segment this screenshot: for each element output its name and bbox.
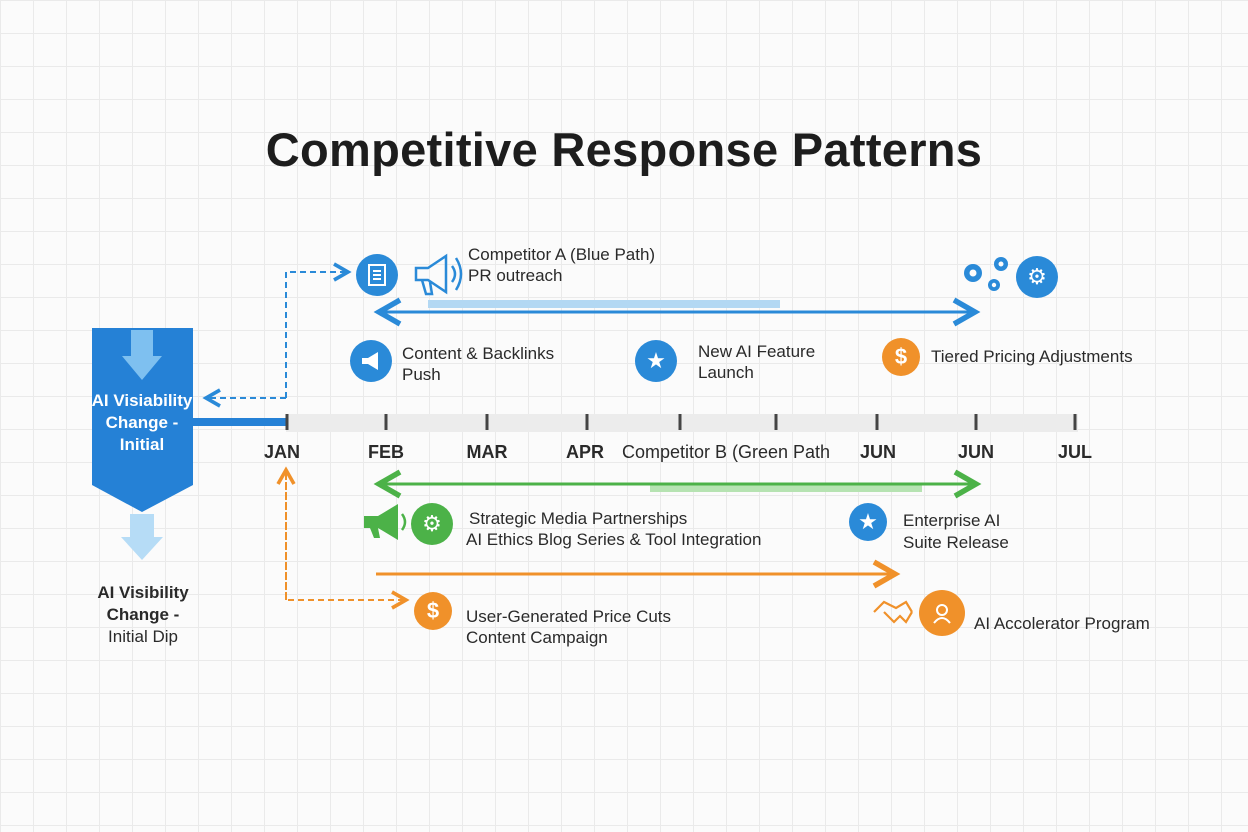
month-label: FEB [368, 442, 404, 462]
event-a1-line2: Push [402, 365, 441, 384]
star-icon: ★ [635, 340, 677, 382]
orange-dashed-connector [285, 472, 410, 610]
dip-label-line1: AI Visibility [97, 583, 189, 602]
green-megaphone-icon [364, 504, 407, 540]
event-b1-line1: Strategic Media Partnerships [469, 509, 688, 528]
gear-icon: ⚙ [411, 503, 453, 545]
dollar-icon: $ [414, 592, 452, 630]
document-icon [356, 254, 398, 296]
dip-label-line3: Initial Dip [108, 627, 178, 646]
banner-arrow-bottom-icon [130, 514, 154, 538]
page-title: Competitive Response Patterns [265, 123, 983, 176]
month-label: JAN [263, 442, 301, 462]
event-c1-line1: User-Generated Price Cuts [466, 607, 672, 626]
star-icon: ★ [849, 503, 887, 541]
gear-icon: ⚙ [1016, 256, 1058, 298]
event-b1-line2: AI Ethics Blog Series & Tool Integration [466, 530, 762, 549]
banner-label: AI Visiability Change - Initial [91, 391, 193, 454]
timeline-connector [190, 418, 288, 426]
event-b2-line2: Suite Release [903, 533, 1009, 552]
timeline-track [286, 414, 1078, 432]
dip-label-line2: Change - [106, 605, 180, 624]
dollar-icon: $ [882, 338, 920, 376]
month-label: MAR [466, 442, 508, 462]
event-a2-line2: Launch [698, 363, 754, 382]
megaphone-icon [350, 340, 392, 382]
timeline-ticks [285, 414, 1077, 430]
event-b2-line1: Enterprise AI [903, 511, 1001, 530]
accelerator-icon [919, 590, 965, 636]
event-a3-line1: Tiered Pricing Adjustments [931, 347, 1133, 366]
competitor-a-heading: Competitor A (Blue Path) [468, 245, 656, 264]
event-c1-line2: Content Campaign [466, 628, 608, 647]
megaphone-outline-icon [414, 253, 463, 296]
visibility-banner [92, 328, 193, 512]
month-label: APR [565, 442, 605, 462]
banner-arrow-top-icon [131, 330, 153, 358]
event-a1-line1: Content & Backlinks [402, 344, 555, 363]
month-label: JUL [1057, 442, 1093, 462]
event-c2-line1: AI Accolerator Program [974, 614, 1150, 633]
month-label: JUN [859, 442, 897, 462]
competitor-a-sub: PR outreach [468, 266, 563, 285]
blue-dashed-connector [285, 262, 352, 398]
handshake-icon [873, 600, 913, 624]
event-a2-line1: New AI Feature [698, 342, 816, 361]
month-label: JUN [957, 442, 995, 462]
competitor-b-label: Competitor B (Green Path [621, 442, 831, 462]
dip-label: AI Visibility Change - Initial Dip [70, 582, 216, 648]
